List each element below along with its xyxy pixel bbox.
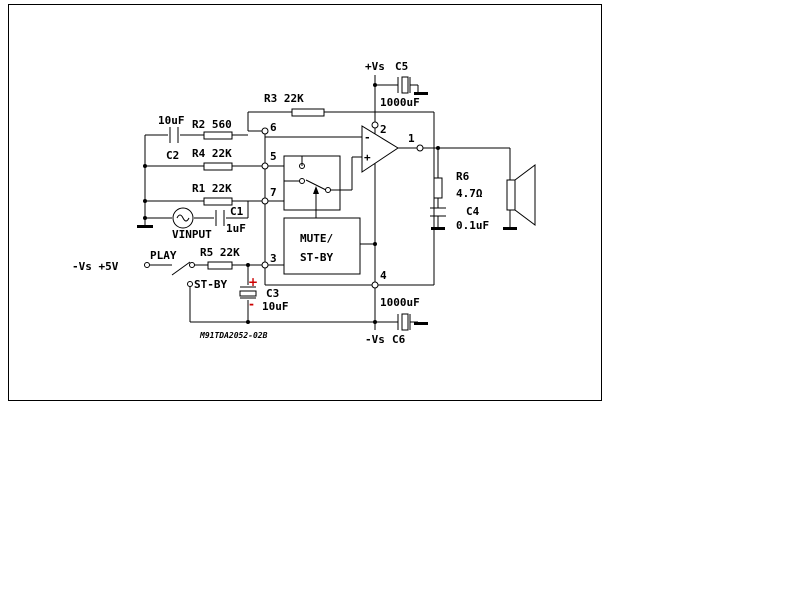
- labels: +Vs C5 1000uF R3 22K 10uF R2 560 C2 R4 2…: [72, 60, 489, 346]
- drawing-code: M91TDA2052-02B: [199, 331, 268, 340]
- label-pin2: 2: [380, 123, 387, 136]
- label-c4-val: 0.1uF: [456, 219, 489, 232]
- r4-resistor: [203, 162, 233, 171]
- r2-resistor: [203, 131, 233, 140]
- play-standby-switch: [144, 261, 195, 287]
- label-r6: R6: [456, 170, 470, 183]
- mute-standby-block: [283, 217, 361, 275]
- label-r2: R2 560: [192, 118, 232, 131]
- label-r4: R4 22K: [192, 147, 232, 160]
- label-c1: C1: [230, 205, 244, 218]
- c3-minus-sign: -: [249, 297, 254, 311]
- internal-switch: [284, 156, 331, 194]
- c4-capacitor: [430, 207, 446, 230]
- junctions: [143, 83, 440, 324]
- label-pin6: 6: [270, 121, 277, 134]
- c6-capacitor: [397, 313, 428, 331]
- label-c3: C3: [266, 287, 279, 300]
- resistors: [203, 108, 443, 270]
- label-c5-val: 1000uF: [380, 96, 420, 109]
- op-amp-minus: -: [364, 131, 371, 144]
- label-pin1: 1: [408, 132, 415, 145]
- label-mute: MUTE/: [300, 232, 333, 245]
- capacitors: [169, 76, 446, 331]
- c3-capacitor: [239, 286, 257, 299]
- op-amp: - +: [361, 125, 399, 173]
- c2-capacitor: [169, 127, 179, 143]
- c1-capacitor: [215, 210, 225, 226]
- label-vs-pos: +Vs: [365, 60, 385, 73]
- label-c1-val: 1uF: [226, 222, 246, 235]
- ac-source-icon: [172, 207, 194, 229]
- label-vinput: VINPUT: [172, 228, 212, 241]
- label-stby-switch: ST-BY: [194, 278, 227, 291]
- label-vs-neg: -Vs: [365, 333, 385, 346]
- wires: [144, 75, 511, 330]
- label-c3-val: 10uF: [262, 300, 289, 313]
- label-c6: C6: [392, 333, 406, 346]
- label-r6-val: 4.7Ω: [456, 187, 483, 200]
- label-c2-val: 10uF: [158, 114, 185, 127]
- r3-resistor: [291, 108, 325, 117]
- r6-resistor: [433, 177, 443, 199]
- label-pin5: 5: [270, 150, 277, 163]
- label-c5: C5: [395, 60, 408, 73]
- c5-capacitor: [397, 76, 428, 95]
- label-c6-val: 1000uF: [380, 296, 420, 309]
- label-c2: C2: [166, 149, 179, 162]
- label-vs-supply: -Vs +5V: [72, 260, 119, 273]
- r5-resistor: [207, 261, 233, 270]
- speaker-icon: [506, 164, 536, 226]
- ground-icon: [503, 227, 517, 230]
- label-c4: C4: [466, 205, 480, 218]
- r1-resistor: [203, 197, 233, 206]
- label-r3: R3 22K: [264, 92, 304, 105]
- label-pin4: 4: [380, 269, 387, 282]
- label-pin3: 3: [270, 252, 277, 265]
- diagram-frame: [8, 4, 602, 401]
- label-standby: ST-BY: [300, 251, 333, 264]
- label-r5: R5 22K: [200, 246, 240, 259]
- label-r1: R1 22K: [192, 182, 232, 195]
- label-pin7: 7: [270, 186, 277, 199]
- label-play: PLAY: [150, 249, 177, 262]
- ground-icon: [137, 225, 153, 228]
- op-amp-plus: +: [364, 151, 371, 164]
- c3-plus-sign: +: [248, 275, 258, 289]
